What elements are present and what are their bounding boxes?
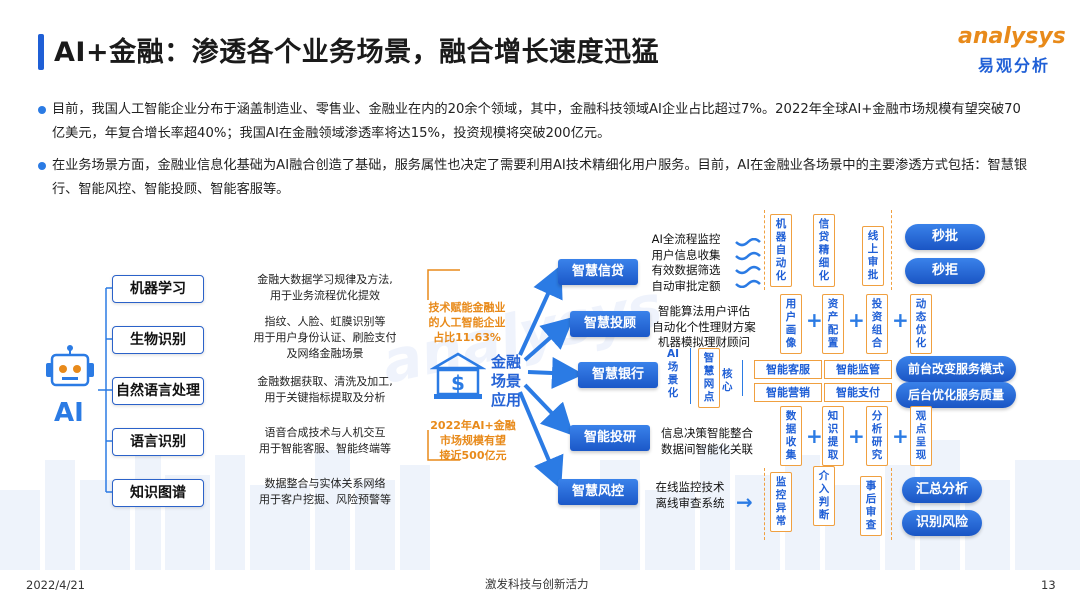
wave-icon (735, 238, 761, 288)
bank-service-payment: 智能支付 (824, 383, 892, 402)
logo-chinese: 易观分析 (978, 56, 1051, 75)
bullet-paragraph-1: 目前，我国人工智能企业分布于涵盖制造业、零售业、金融业在内的20余个领域，其中，… (38, 98, 1032, 146)
credit-step-refinement: 信贷精细化 (813, 214, 835, 287)
robot-ai-label: AI (54, 398, 84, 428)
plus-icon: + (892, 424, 909, 448)
credit-desc: AI全流程监控用户信息收集 有效数据筛选自动审批定额 (651, 232, 721, 293)
page-title: AI+金融：渗透各个业务场景，融合增长速度迅猛 (54, 37, 660, 68)
plus-icon: + (806, 308, 823, 332)
bank-step-smart-branch: 智慧网点 (698, 348, 720, 408)
tech-box-knowledge-graph: 知识图谱 (112, 479, 204, 507)
footer-page-number: 13 (1041, 578, 1056, 592)
svg-text:$: $ (451, 371, 465, 395)
credit-steps-frame (764, 210, 892, 290)
plus-icon: + (848, 424, 865, 448)
logo-english: analysys (958, 24, 1066, 49)
scenario-smart-risk: 智慧风控 (558, 479, 638, 505)
bullet-dot-icon (38, 162, 46, 170)
brand-logo: analysys 易观分析 (958, 24, 1066, 78)
risk-steps-frame (764, 468, 892, 540)
skyline-background (0, 440, 1080, 570)
result-instant-approve: 秒批 (905, 224, 985, 250)
center-label-finance-scenarios: 金融场景应用 (490, 353, 521, 409)
research-step-analysis: 分析研究 (866, 406, 888, 466)
tech-box-machine-learning: 机器学习 (112, 275, 204, 303)
bank-ai-scenario-label: AI场景化 (666, 348, 680, 399)
tech-desc-nlp: 金融数据获取、清洗及加工,用于关键指标提取及分析 (257, 375, 393, 404)
advisory-step-asset-allocation: 资产配置 (822, 294, 844, 354)
result-instant-reject: 秒拒 (905, 258, 985, 284)
plus-icon: + (806, 424, 823, 448)
credit-step-automation: 机器自动化 (770, 214, 792, 287)
title-accent-bar (38, 34, 44, 70)
bank-service-supervision: 智能监管 (824, 360, 892, 379)
scenario-smart-bank: 智慧银行 (578, 362, 658, 388)
scenario-smart-research: 智能投研 (570, 425, 650, 451)
tech-box-speech-recognition: 语言识别 (112, 428, 204, 456)
risk-step-post-review: 事后审查 (860, 476, 882, 536)
result-front-service-mode: 前台改变服务模式 (896, 356, 1016, 382)
footer-slogan: 激发科技与创新活力 (485, 577, 589, 591)
bullet-paragraph-2: 在业务场景方面，金融业信息化基础为AI融合创造了基础，服务属性也决定了需要利用A… (38, 154, 1032, 202)
bank-core-label: 核心 (722, 368, 733, 393)
center-note-market-size: 2022年AI+金融市场规模有望接近500亿元 (430, 419, 516, 462)
tech-box-nlp: 自然语言处理 (112, 377, 204, 405)
footer-date: 2022/4/21 (26, 578, 85, 592)
result-identify-risk: 识别风险 (902, 510, 982, 536)
robot-ai-icon (46, 345, 94, 387)
center-arrows (427, 264, 580, 490)
tech-desc-knowledge-graph: 数据整合与实体关系网络用于客户挖掘、风险预警等 (259, 477, 391, 506)
bullet-dot-icon (38, 106, 46, 114)
scenario-smart-credit: 智慧信贷 (558, 259, 638, 285)
center-note-enterprise-share: 技术赋能金融业的人工智能企业占比11.63% (428, 301, 506, 344)
bank-building-icon: $ (430, 352, 486, 399)
tech-desc-machine-learning: 金融大数据学习规律及方法,用于业务流程优化提效 (257, 273, 393, 302)
result-back-service-quality: 后台优化服务质量 (896, 382, 1016, 408)
research-step-viewpoint: 观点呈现 (910, 406, 932, 466)
bank-service-customer-service: 智能客服 (754, 360, 822, 379)
tech-desc-biometrics: 指纹、人脸、虹膜识别等用于用户身份认证、刷脸支付及网络金融场景 (253, 315, 397, 360)
advisory-step-portfolio: 投资组合 (866, 294, 888, 354)
tech-desc-speech: 语音合成技术与人机交互用于智能客服、智能终端等 (259, 426, 391, 455)
robot-connector-lines (98, 287, 114, 493)
risk-step-monitor-anomaly: 监控异常 (770, 472, 792, 532)
credit-step-online-approval: 线上审批 (862, 226, 884, 286)
advisory-step-user-profile: 用户画像 (780, 294, 802, 354)
risk-arrow-icon: → (736, 490, 753, 514)
tech-box-biometrics: 生物识别 (112, 326, 204, 354)
bank-service-marketing: 智能营销 (754, 383, 822, 402)
risk-desc: 在线监控技术离线审查系统 (655, 480, 725, 510)
risk-step-intervene: 介入判断 (813, 466, 835, 526)
research-desc: 信息决策智能整合数据间智能化关联 (661, 426, 753, 456)
plus-icon: + (892, 308, 909, 332)
research-step-knowledge-extraction: 知识提取 (822, 406, 844, 466)
result-summary-analysis: 汇总分析 (902, 477, 982, 503)
bank-divider (690, 348, 691, 404)
advisory-desc: 智能算法用户评估自动化个性理财方案机器模拟理财顾问 (652, 304, 756, 349)
research-step-data-collection: 数据收集 (780, 406, 802, 466)
advisory-step-dynamic-optimization: 动态优化 (910, 294, 932, 354)
plus-icon: + (848, 308, 865, 332)
scenario-smart-advisory: 智慧投顾 (570, 311, 650, 337)
bank-divider-2 (742, 360, 743, 396)
